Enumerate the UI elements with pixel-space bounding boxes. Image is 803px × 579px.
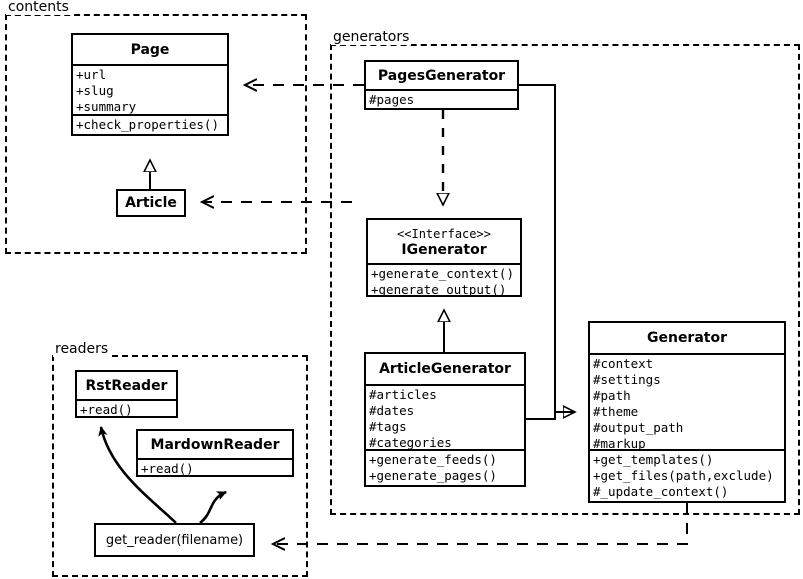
class-rst-reader-name: RstReader: [85, 377, 168, 394]
package-generators-label: generators: [331, 29, 412, 45]
class-page-methods: +check_properties(): [73, 114, 227, 134]
attribute: #pages: [369, 92, 415, 107]
method: #_update_context(): [593, 484, 729, 499]
attribute: #settings: [593, 372, 661, 387]
class-rst-reader-methods: +read(): [77, 399, 176, 416]
class-page[interactable]: Page +url +slug +summary +check_properti…: [71, 33, 229, 136]
method: +read(): [80, 402, 133, 416]
class-rst-reader[interactable]: RstReader +read(): [75, 370, 178, 418]
method: +generate_context(): [371, 266, 514, 281]
class-generator-name: Generator: [646, 330, 727, 346]
function-get-reader-label: get_reader(filename): [105, 532, 244, 548]
package-contents-label: contents: [6, 0, 71, 15]
class-article-generator-attributes: #articles #dates #tags #categories: [366, 384, 524, 449]
class-igenerator-methods: +generate_context() +generate_output(): [368, 263, 520, 295]
attribute: #dates: [369, 403, 415, 418]
class-igenerator-name: IGenerator: [401, 241, 487, 258]
method: +get_templates(): [593, 452, 714, 467]
class-article-name: Article: [125, 195, 177, 211]
edge-articlegenerator-to-generator: [526, 411, 575, 420]
class-generator[interactable]: Generator #context #settings #path #them…: [588, 321, 786, 503]
attribute: +slug: [76, 83, 114, 98]
edge-generator-uses-get-reader: [273, 503, 688, 544]
method: +check_properties(): [76, 117, 219, 132]
class-igenerator-stereotype: <<Interface>>: [397, 226, 491, 241]
method: +read(): [141, 461, 194, 475]
class-generator-attributes: #context #settings #path #theme #output_…: [590, 353, 784, 449]
class-pages-generator[interactable]: PagesGenerator #pages: [364, 60, 519, 110]
class-mardown-reader-methods: +read(): [138, 458, 292, 475]
attribute: +summary: [76, 99, 137, 114]
edge-get-reader-creates-mardownreader: [199, 490, 227, 525]
class-generator-methods: +get_templates() +get_files(path,exclude…: [590, 449, 784, 501]
class-article-generator-methods: +generate_feeds() +generate_pages(): [366, 449, 524, 485]
class-mardown-reader[interactable]: MardownReader +read(): [136, 429, 294, 477]
class-pages-generator-attributes: #pages: [366, 89, 517, 108]
attribute: #markup: [593, 436, 646, 449]
class-page-attributes: +url +slug +summary: [73, 64, 227, 114]
package-contents: [5, 14, 307, 254]
attribute: #context: [593, 356, 654, 371]
class-article-generator-name: ArticleGenerator: [379, 361, 511, 377]
method: +generate_pages(): [369, 468, 497, 483]
package-readers: [52, 355, 308, 577]
method: +get_files(path,exclude): [593, 468, 774, 483]
attribute: #path: [593, 388, 631, 403]
function-get-reader[interactable]: get_reader(filename): [94, 523, 255, 557]
class-mardown-reader-name: MardownReader: [150, 436, 280, 453]
attribute: #categories: [369, 435, 452, 449]
package-readers-label: readers: [53, 341, 111, 357]
class-page-name: Page: [130, 41, 170, 58]
class-article[interactable]: Article: [116, 189, 186, 217]
class-article-generator[interactable]: ArticleGenerator #articles #dates #tags …: [364, 352, 526, 487]
method: +generate_feeds(): [369, 452, 497, 467]
edge-get-reader-creates-rstreader: [98, 426, 177, 524]
method: +generate_output(): [371, 282, 507, 295]
attribute: #theme: [593, 404, 639, 419]
attribute: #articles: [369, 387, 437, 402]
attribute: +url: [76, 67, 107, 82]
attribute: #output_path: [593, 420, 684, 435]
package-generators: [330, 44, 800, 515]
class-pages-generator-name: PagesGenerator: [377, 67, 506, 84]
attribute: #tags: [369, 419, 407, 434]
class-igenerator[interactable]: <<Interface>> IGenerator +generate_conte…: [366, 218, 522, 297]
